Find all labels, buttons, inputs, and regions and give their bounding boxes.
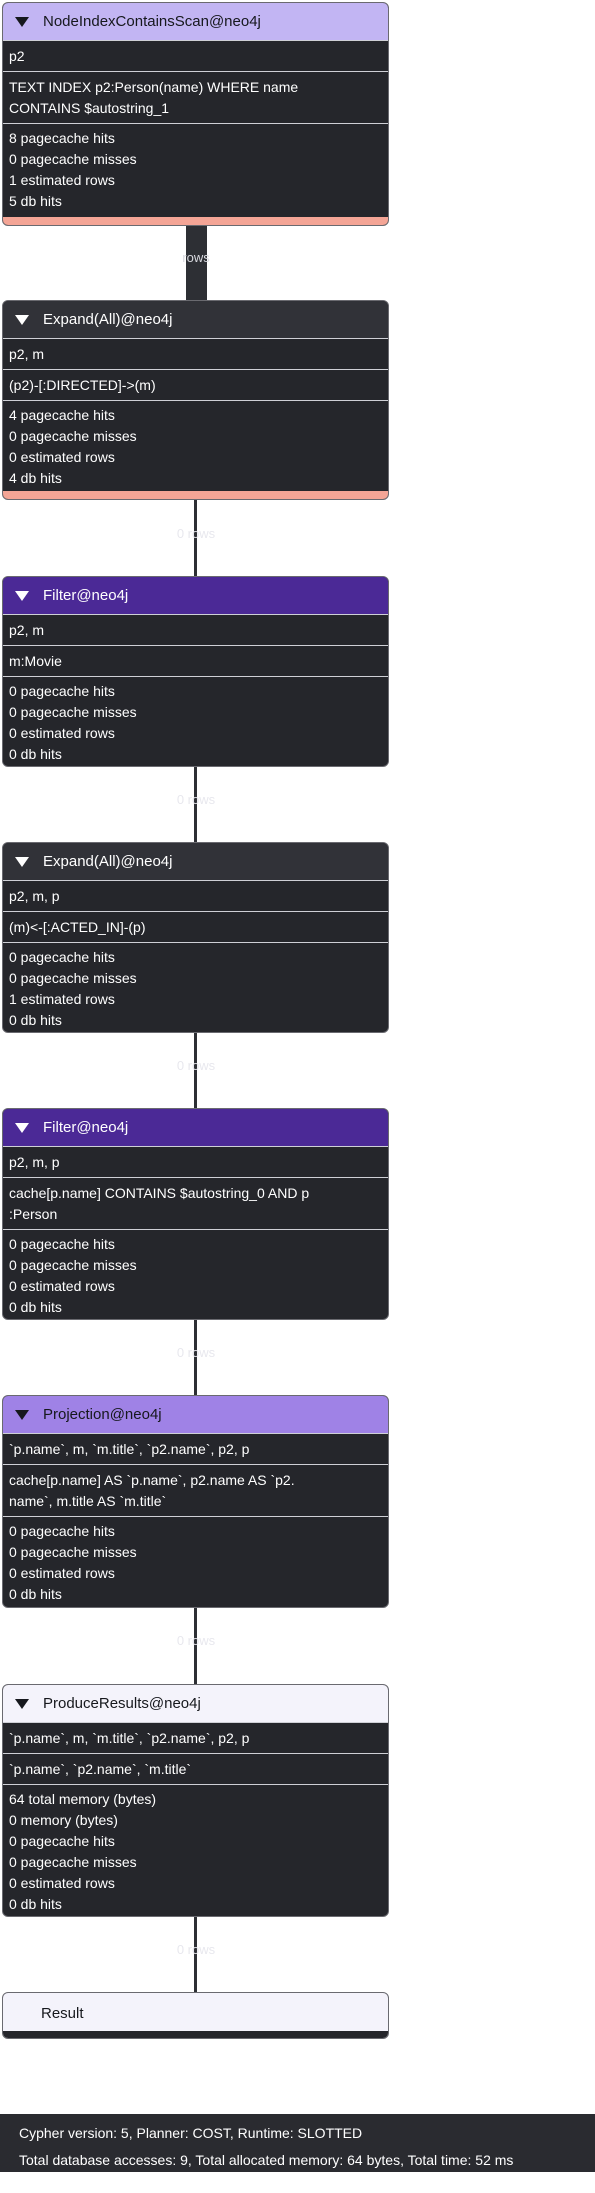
connector-label: 0 rows — [176, 792, 216, 807]
operator-details: (m)<-[:ACTED_IN]-(p) — [3, 912, 388, 943]
operator-produce-results[interactable]: ProduceResults@neo4j `p.name`, m, `m.tit… — [2, 1684, 389, 1917]
operator-details: (p2)-[:DIRECTED]->(m) — [3, 370, 388, 401]
result-node[interactable]: Result — [2, 1992, 389, 2039]
triangle-down-icon[interactable] — [15, 1122, 29, 1133]
operator-header[interactable]: ProduceResults@neo4j — [3, 1685, 388, 1723]
triangle-down-icon[interactable] — [15, 856, 29, 867]
warning-bar — [3, 217, 388, 225]
connector-label: 0 rows — [176, 526, 216, 541]
operator-expand-all[interactable]: Expand(All)@neo4j p2, m, p (m)<-[:ACTED_… — [2, 842, 389, 1033]
operator-title: Expand(All)@neo4j — [43, 853, 173, 870]
operator-header[interactable]: Projection@neo4j — [3, 1396, 388, 1434]
operator-identifiers: p2 — [3, 41, 388, 72]
connector — [194, 500, 197, 576]
operator-filter[interactable]: Filter@neo4j p2, m, p cache[p.name] CONT… — [2, 1108, 389, 1320]
planner-info: Cypher version: 5, Planner: COST, Runtim… — [19, 2125, 363, 2141]
operator-title: Expand(All)@neo4j — [43, 311, 173, 328]
operator-stats: 0 pagecache hits 0 pagecache misses 0 es… — [9, 1523, 137, 1602]
operator-title: Filter@neo4j — [43, 587, 129, 604]
operator-details: m:Movie — [3, 646, 388, 677]
result-bar — [3, 2031, 388, 2038]
connector-label: 0 rows — [176, 1345, 216, 1360]
triangle-down-icon[interactable] — [15, 1698, 29, 1709]
result-label: Result — [41, 2005, 84, 2022]
operator-expand-all[interactable]: Expand(All)@neo4j p2, m (p2)-[:DIRECTED]… — [2, 300, 389, 500]
connector — [186, 226, 207, 300]
triangle-down-icon[interactable] — [15, 1409, 29, 1420]
connector-label: 0 rows — [176, 1633, 216, 1648]
connector — [194, 1033, 197, 1108]
operator-stats: 8 pagecache hits 0 pagecache misses 1 es… — [9, 130, 137, 209]
operator-stats: 64 total memory (bytes) 0 memory (bytes)… — [9, 1791, 157, 1912]
operator-header[interactable]: NodeIndexContainsScan@neo4j — [3, 3, 388, 41]
operator-identifiers: `p.name`, m, `m.title`, `p2.name`, p2, p — [3, 1434, 388, 1465]
operator-details: cache[p.name] AS `p.name`, p2.name AS `p… — [3, 1465, 388, 1517]
operator-identifiers: p2, m, p — [3, 881, 388, 912]
operator-header[interactable]: Filter@neo4j — [3, 577, 388, 615]
operator-title: ProduceResults@neo4j — [43, 1695, 201, 1712]
connector-label: 0 rows — [176, 1942, 216, 1957]
operator-title: Filter@neo4j — [43, 1119, 129, 1136]
warning-bar — [3, 491, 388, 499]
operator-identifiers: p2, m — [3, 615, 388, 646]
operator-header[interactable]: Expand(All)@neo4j — [3, 301, 388, 339]
operator-filter[interactable]: Filter@neo4j p2, m m:Movie 0 pagecache h… — [2, 576, 389, 767]
operator-projection[interactable]: Projection@neo4j `p.name`, m, `m.title`,… — [2, 1395, 389, 1608]
operator-stats: 0 pagecache hits 0 pagecache misses 1 es… — [9, 949, 137, 1028]
operator-title: NodeIndexContainsScan@neo4j — [43, 13, 261, 30]
operator-header[interactable]: Filter@neo4j — [3, 1109, 388, 1147]
operator-title: Projection@neo4j — [43, 1406, 162, 1423]
plan-summary-footer: Cypher version: 5, Planner: COST, Runtim… — [0, 2114, 595, 2172]
operator-node-index-contains-scan[interactable]: NodeIndexContainsScan@neo4j p2 TEXT INDE… — [2, 2, 389, 226]
connector — [194, 1320, 197, 1395]
operator-identifiers: p2, m, p — [3, 1147, 388, 1178]
triangle-down-icon[interactable] — [15, 590, 29, 601]
triangle-down-icon[interactable] — [15, 314, 29, 325]
operator-identifiers: p2, m — [3, 339, 388, 370]
operator-header[interactable]: Expand(All)@neo4j — [3, 843, 388, 881]
operator-stats: 4 pagecache hits 0 pagecache misses 0 es… — [9, 407, 137, 486]
operator-stats: 0 pagecache hits 0 pagecache misses 0 es… — [9, 1236, 137, 1315]
connector-label: 0 rows — [176, 1058, 216, 1073]
operator-details: `p.name`, `p2.name`, `m.title` — [3, 1754, 388, 1785]
operator-details: cache[p.name] CONTAINS $autostring_0 AND… — [3, 1178, 388, 1230]
connector — [194, 767, 197, 842]
connector — [194, 1917, 197, 1992]
totals-info: Total database accesses: 9, Total alloca… — [19, 2152, 514, 2168]
connector — [194, 1608, 197, 1684]
operator-identifiers: `p.name`, m, `m.title`, `p2.name`, p2, p — [3, 1723, 388, 1754]
triangle-down-icon[interactable] — [15, 16, 29, 27]
operator-stats: 0 pagecache hits 0 pagecache misses 0 es… — [9, 683, 137, 762]
operator-details: TEXT INDEX p2:Person(name) WHERE name CO… — [3, 72, 388, 124]
connector-label: rows — [182, 250, 210, 265]
